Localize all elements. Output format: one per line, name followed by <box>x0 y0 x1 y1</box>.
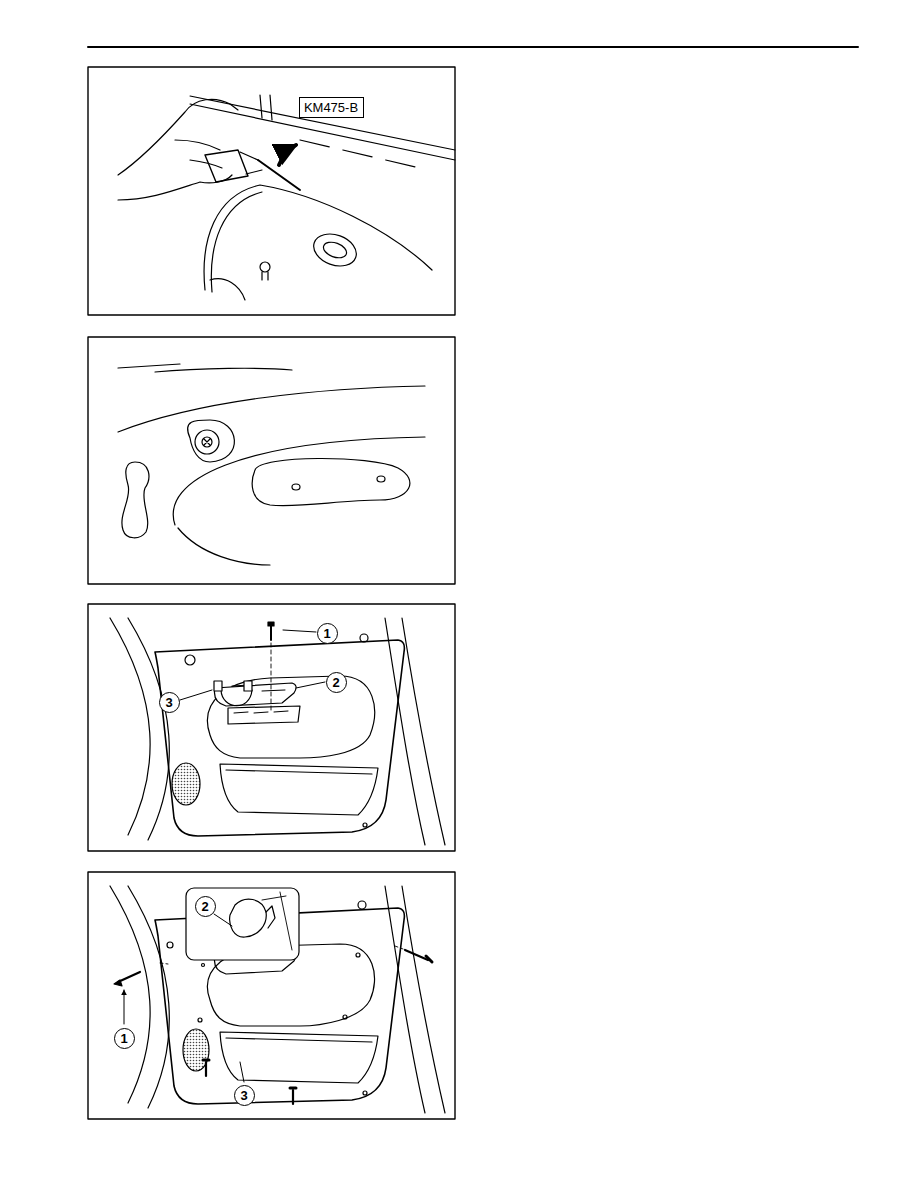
callout-number: 1 <box>120 1032 127 1045</box>
door-trim-figure <box>110 886 445 1113</box>
door-hardware-figure <box>118 364 425 565</box>
callout-number: 1 <box>114 1028 135 1049</box>
callout-number: 1 <box>317 623 338 644</box>
tool-label: KM475-B <box>299 97 364 118</box>
callout-number: 2 <box>326 672 347 693</box>
callout-number: 1 <box>323 627 330 640</box>
callout-number: 2 <box>195 896 216 917</box>
trim-removal-figure <box>118 95 455 300</box>
callout-number: 2 <box>201 900 208 913</box>
callout-number: 3 <box>234 1085 255 1106</box>
header-rule <box>88 46 858 48</box>
tool-name: KM475-B <box>304 101 358 114</box>
door-trim-figure <box>110 618 445 845</box>
figure-frame <box>88 872 455 1119</box>
figure-frame <box>88 337 455 584</box>
figure-frame <box>88 604 455 851</box>
figure-frame <box>88 67 455 315</box>
callout-number: 3 <box>165 696 172 709</box>
callout-number: 3 <box>240 1089 247 1102</box>
callout-number: 3 <box>159 692 180 713</box>
callout-number: 2 <box>332 676 339 689</box>
